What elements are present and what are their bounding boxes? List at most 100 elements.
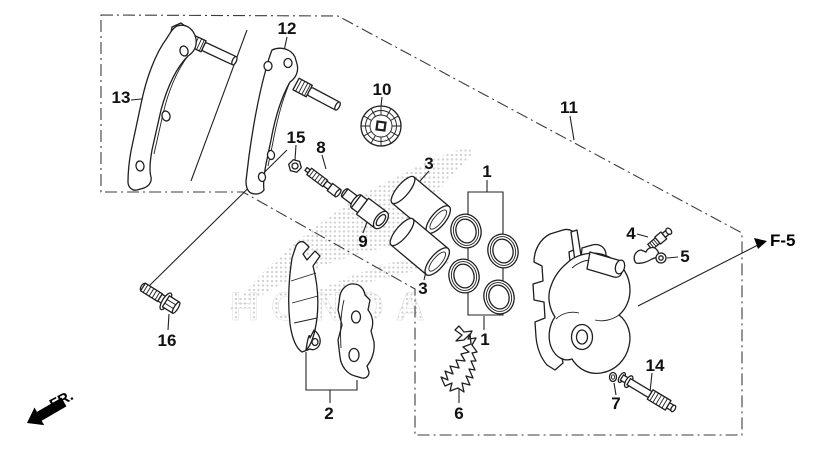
leader-5 bbox=[666, 256, 679, 259]
leader-15 bbox=[294, 144, 297, 161]
stud-8 bbox=[304, 166, 342, 198]
callout-6: 6 bbox=[454, 404, 463, 423]
bracket-13-pin-shaft bbox=[201, 42, 237, 65]
callout-2: 2 bbox=[324, 404, 333, 423]
nut-15 bbox=[288, 159, 302, 173]
front-direction-marker: FR. bbox=[27, 387, 76, 426]
cap-10 bbox=[360, 105, 402, 147]
pad-set-bracket bbox=[305, 352, 358, 403]
seal-mid bbox=[485, 282, 513, 312]
leader-3-top bbox=[419, 170, 430, 182]
pin-shaft bbox=[626, 377, 653, 399]
callout-8: 8 bbox=[316, 138, 325, 157]
bracket-12-hole-mid bbox=[266, 149, 276, 161]
leader-bolt16-to-bracket bbox=[147, 149, 288, 288]
piston-seal-lower bbox=[448, 258, 480, 294]
piston-open-end bbox=[424, 247, 451, 276]
watermark-wing-lower bbox=[300, 252, 451, 303]
leader-9 bbox=[362, 221, 368, 234]
pad-right-hole-upper bbox=[350, 310, 362, 324]
bracket-13-hole-mid bbox=[161, 110, 171, 122]
dust-seal-upper bbox=[487, 233, 519, 269]
seal-set-1 bbox=[448, 213, 519, 315]
clip-eye-hole bbox=[658, 255, 664, 261]
pad-left-ear-hole bbox=[311, 337, 319, 347]
pad-left-grooves bbox=[290, 272, 319, 324]
pin-thread-lines bbox=[649, 391, 668, 409]
caliper-body-11 bbox=[532, 228, 631, 375]
seal-mid bbox=[489, 236, 517, 266]
flange-bolt-16 bbox=[139, 282, 181, 314]
brake-pads-2 bbox=[288, 240, 375, 379]
leader-16 bbox=[167, 313, 170, 331]
pin-boss-bore bbox=[614, 259, 626, 275]
bolt-head-end bbox=[171, 301, 181, 314]
leader-bracket-divider bbox=[190, 29, 248, 182]
pad-right-hole-lower bbox=[348, 347, 360, 363]
piston-3-upper bbox=[390, 175, 452, 234]
piston-bore bbox=[429, 209, 448, 230]
seal-inner bbox=[492, 238, 514, 264]
stud-thread-lines bbox=[308, 169, 326, 186]
pin-tip bbox=[334, 101, 341, 111]
piston-closed-end bbox=[389, 217, 415, 247]
callout-labels: 1 1 2 3 3 4 5 6 7 8 9 10 11 12 13 14 15 … bbox=[112, 19, 796, 423]
callout-12: 12 bbox=[278, 19, 297, 38]
clip-5 bbox=[633, 246, 667, 264]
pin-tip bbox=[231, 55, 238, 66]
watermark-text: HONDA bbox=[230, 285, 437, 329]
f5-arrowhead bbox=[754, 238, 767, 249]
bracket-12-contour bbox=[267, 81, 291, 167]
callout-10: 10 bbox=[373, 80, 392, 99]
spring-plate bbox=[440, 325, 478, 393]
seal-inner bbox=[453, 263, 475, 289]
collar-threads bbox=[295, 79, 311, 97]
callout-11: 11 bbox=[560, 98, 578, 117]
seal-mid bbox=[450, 261, 478, 291]
callout-3-bottom: 3 bbox=[418, 279, 427, 298]
pad-spring-6 bbox=[440, 325, 478, 393]
caliper-contour-mid bbox=[594, 314, 620, 322]
sleeve-bore bbox=[375, 213, 387, 227]
pad-right bbox=[337, 283, 375, 379]
bracket-12-hole-bottom bbox=[257, 171, 267, 183]
washer-outer bbox=[608, 371, 618, 383]
bracket-12-hole-ear-right bbox=[283, 57, 293, 69]
cap-knurling bbox=[361, 106, 401, 146]
mount-boss-bore bbox=[575, 329, 589, 345]
leader-4 bbox=[636, 233, 649, 238]
leader-10 bbox=[380, 96, 383, 107]
leader-f5 bbox=[637, 243, 761, 307]
bracket-13-hole-bottom bbox=[135, 160, 145, 172]
seal-inner bbox=[488, 284, 510, 310]
seal-inner bbox=[455, 218, 477, 244]
fr-arrow-icon bbox=[27, 397, 67, 426]
bracket-13-hole-top bbox=[179, 45, 189, 57]
caliper-housing bbox=[548, 252, 631, 375]
washer-inner bbox=[610, 374, 616, 380]
callout-9: 9 bbox=[358, 232, 367, 251]
callout-1-bottom: 1 bbox=[480, 330, 489, 349]
stud-end bbox=[334, 188, 342, 198]
cross-reference-f5: F-5 bbox=[770, 231, 796, 250]
callout-16: 16 bbox=[158, 331, 177, 350]
leader-8 bbox=[321, 154, 327, 170]
leader-14 bbox=[649, 372, 653, 393]
callout-14: 14 bbox=[646, 356, 665, 375]
callout-13: 13 bbox=[112, 88, 131, 107]
piston-bore bbox=[428, 251, 447, 272]
bracket-13 bbox=[127, 22, 238, 191]
pad-right-edge bbox=[340, 299, 345, 349]
bleeder-nipple bbox=[665, 227, 673, 236]
callout-4: 4 bbox=[626, 224, 636, 243]
clip-body bbox=[633, 246, 660, 264]
bracket-12-hole-ear-left bbox=[263, 60, 273, 72]
callout-7: 7 bbox=[611, 394, 620, 413]
nut-hole bbox=[291, 162, 299, 170]
cap-square-drive bbox=[375, 120, 387, 132]
seal-mid bbox=[452, 216, 480, 246]
bracket-12-arm bbox=[245, 47, 299, 195]
dust-seal-lower bbox=[483, 279, 515, 315]
